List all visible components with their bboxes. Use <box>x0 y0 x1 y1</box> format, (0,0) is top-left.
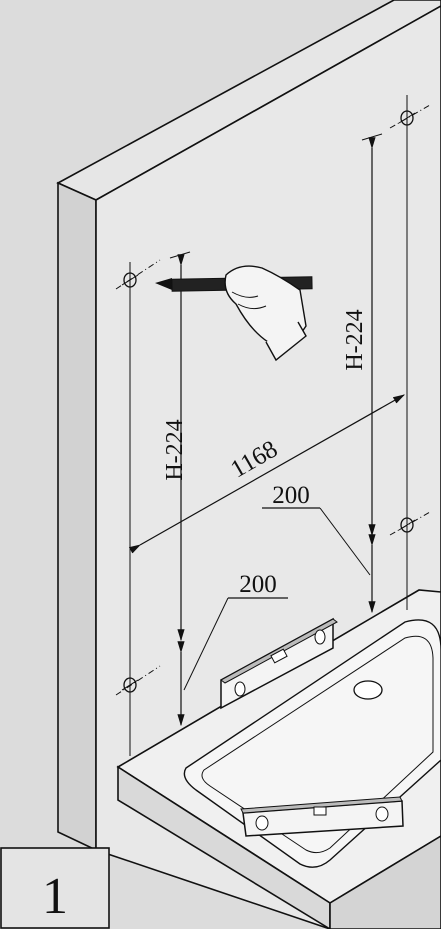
lower-offset-label: 200 <box>239 571 277 598</box>
step-number: 1 <box>42 868 68 925</box>
spirit-level-basin <box>240 796 404 837</box>
left-height-label: H-224 <box>162 419 188 480</box>
upper-offset-label: 200 <box>272 482 310 509</box>
spirit-level-wall <box>220 617 338 710</box>
drill-hole-markers <box>121 110 416 693</box>
hole-bottom-left-icon <box>121 677 139 693</box>
dimension-lines <box>128 133 406 727</box>
step-number-box: 1 <box>0 847 110 929</box>
hole-top-left-icon <box>121 272 139 288</box>
right-height-label: H-224 <box>342 309 368 370</box>
hand-pencil-icon <box>155 265 313 362</box>
hole-top-right-icon <box>398 110 416 126</box>
